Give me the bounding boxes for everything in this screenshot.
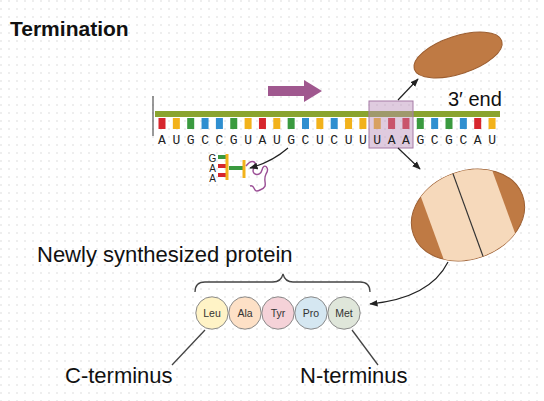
amino-acid-circle: Leu xyxy=(195,296,229,330)
sequence-label: AUGCCGUAUGCUCUUUAAGCGCAU xyxy=(158,134,502,148)
amino-acid-circle: Ala xyxy=(228,296,262,330)
leader-line xyxy=(172,330,205,365)
base-bar xyxy=(359,118,366,129)
large-subunit-body xyxy=(398,154,537,276)
terminus-label: N-terminus xyxy=(300,364,408,388)
direction-arrow xyxy=(268,80,322,102)
anticodon-label: GAA xyxy=(207,153,218,183)
trna xyxy=(218,154,267,191)
leader-line xyxy=(352,330,378,365)
base-bar xyxy=(316,118,323,129)
amino-acid-name: Met xyxy=(335,308,353,319)
mrna-backbone xyxy=(155,111,500,117)
base-bar xyxy=(331,118,338,129)
base-bar xyxy=(273,118,280,129)
base-bar xyxy=(431,118,438,129)
amino-acid-name: Ala xyxy=(237,308,252,319)
amino-acid-name: Pro xyxy=(303,308,319,319)
release-arrow xyxy=(398,79,418,100)
mrna-start-line xyxy=(152,96,153,136)
brace xyxy=(195,274,370,292)
amino-acid-circle: Pro xyxy=(294,296,328,330)
circle-shape xyxy=(262,297,294,329)
base-bar xyxy=(230,118,237,129)
amino-acid-circle: Met xyxy=(327,296,361,330)
base-bar xyxy=(345,118,352,129)
small-subunit xyxy=(408,23,507,88)
protein-label: Newly synthesized protein xyxy=(37,243,293,267)
base-bar xyxy=(302,118,309,129)
trna-arm xyxy=(229,166,244,170)
base-bar xyxy=(187,118,194,129)
base-bar xyxy=(202,118,209,129)
amino-acid-name: Tyr xyxy=(271,308,286,319)
base-bar xyxy=(259,118,266,129)
release-arrow xyxy=(398,148,420,169)
circle-shape xyxy=(229,297,261,329)
amino-acid-circle: Tyr xyxy=(261,296,295,330)
subunit-sites xyxy=(417,161,519,270)
trna-arm xyxy=(243,160,246,178)
amino-acid-name: Leu xyxy=(203,308,221,319)
circle-shape xyxy=(328,297,360,329)
base-bar xyxy=(460,118,467,129)
base-bar xyxy=(159,118,166,129)
base-bar xyxy=(417,118,424,129)
circle-shape xyxy=(295,297,327,329)
base-bar xyxy=(446,118,453,129)
release-arrow xyxy=(250,148,288,168)
trna-arm xyxy=(226,154,229,180)
base-bar xyxy=(489,118,496,129)
release-arrow xyxy=(370,262,448,304)
diagram-title: Termination xyxy=(10,17,129,40)
strand-end-label: 3′ end xyxy=(448,88,502,110)
base-bars xyxy=(159,118,496,129)
base-bar xyxy=(216,118,223,129)
site-divider xyxy=(453,174,483,257)
circle-shape xyxy=(196,297,228,329)
large-subunit xyxy=(398,154,537,276)
terminus-label: C-terminus xyxy=(65,364,173,388)
base-bar xyxy=(245,118,252,129)
base-bar xyxy=(288,118,295,129)
base-bar xyxy=(474,118,481,129)
base-bar xyxy=(173,118,180,129)
